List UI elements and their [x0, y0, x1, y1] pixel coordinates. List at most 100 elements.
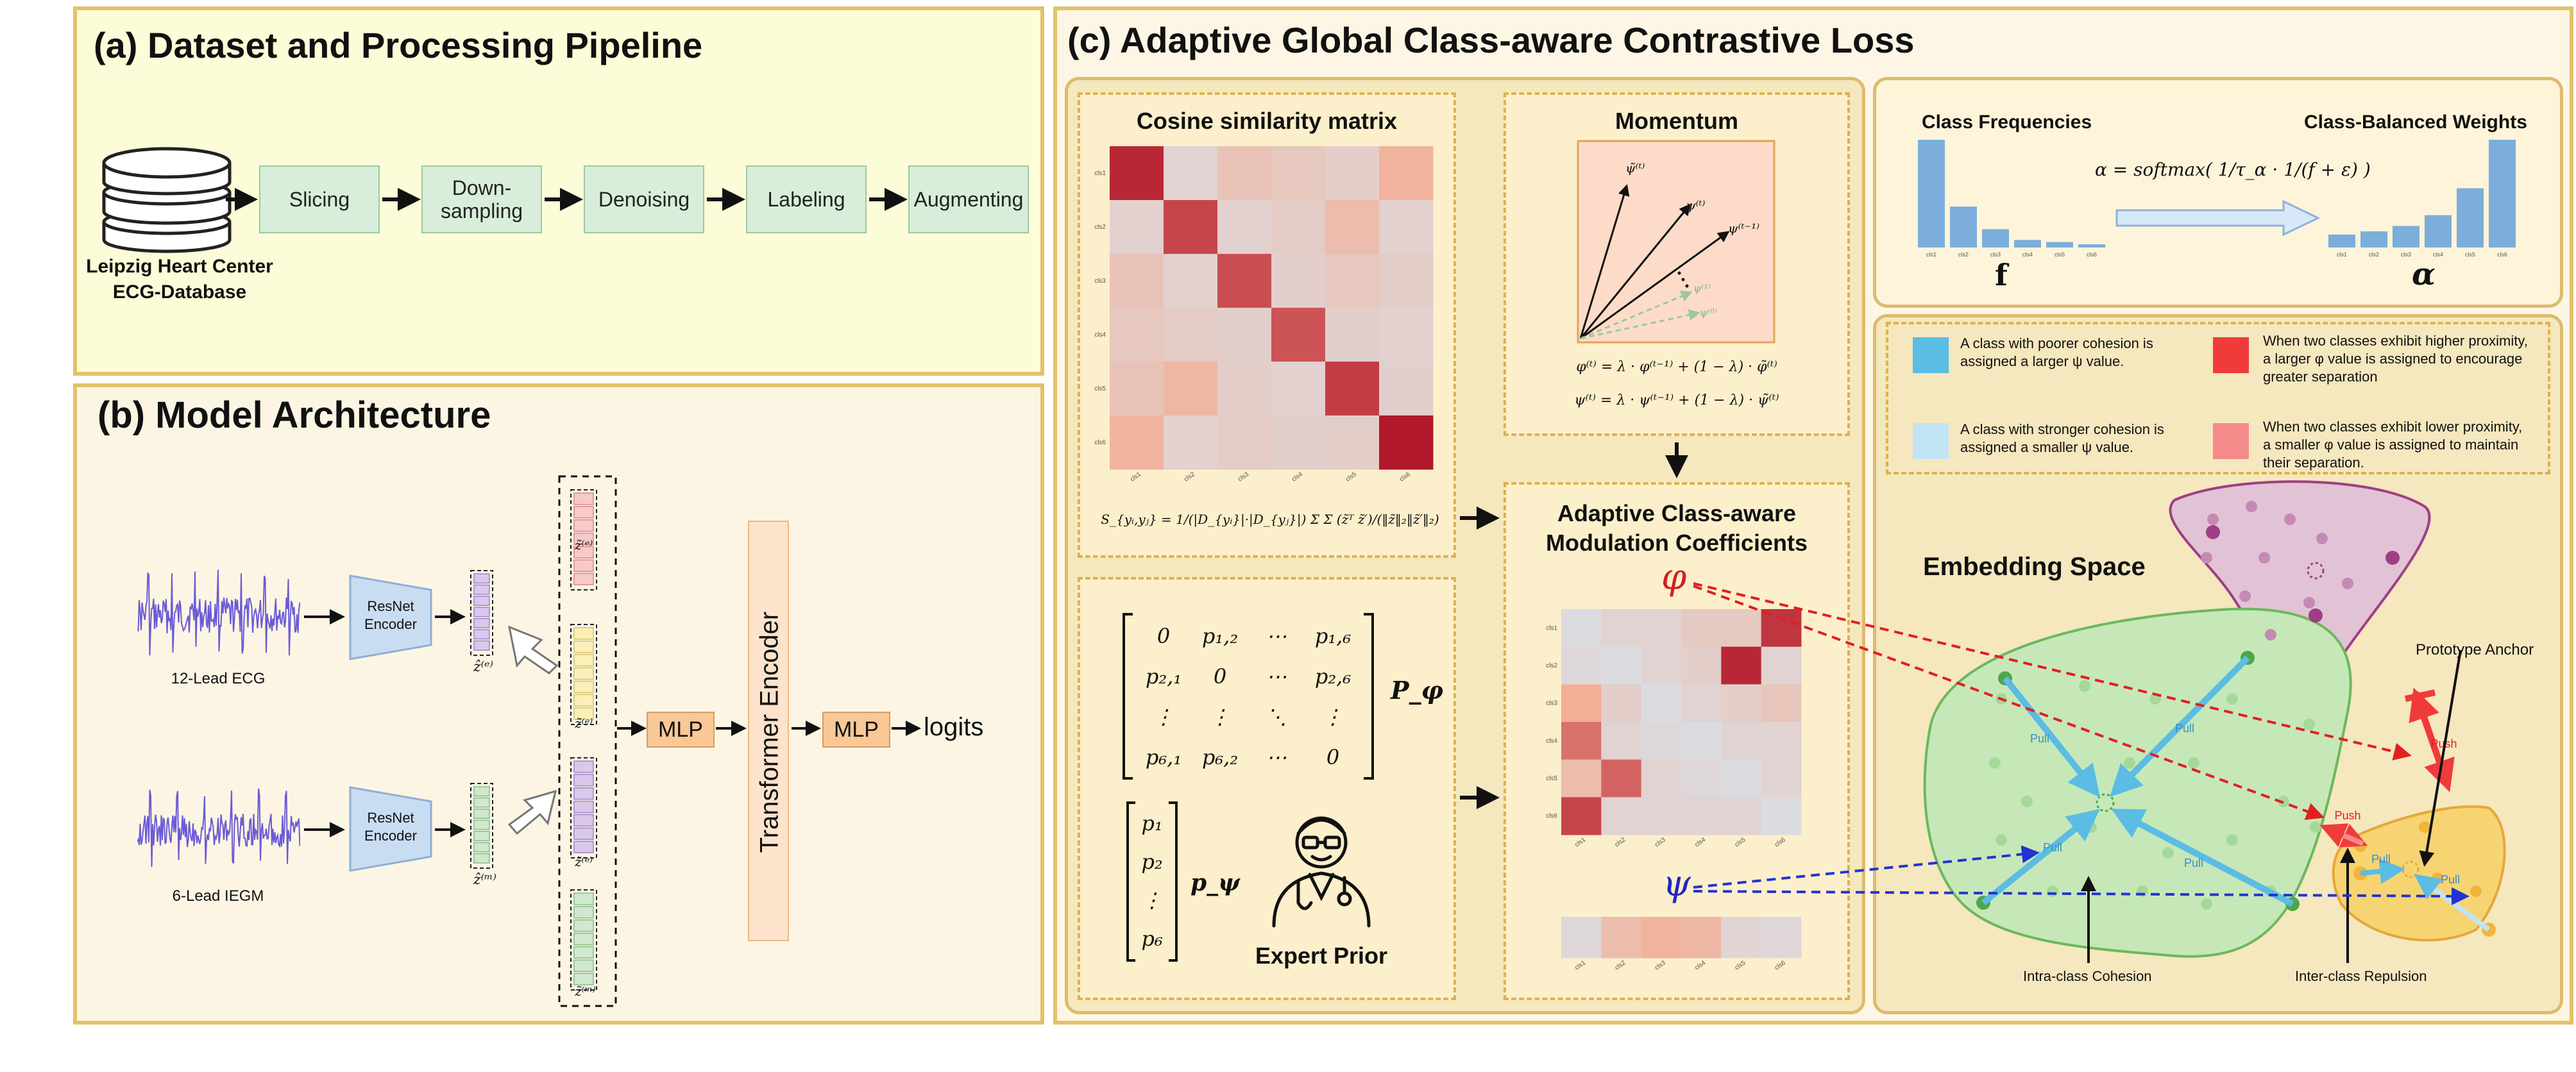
heatmap-cell	[1217, 362, 1272, 416]
heatmap-cell	[1164, 254, 1218, 308]
phi-heatmap: cls1cls1cls2cls2cls3cls3cls4cls4cls5cls5…	[1546, 609, 1802, 849]
heatmap-cell	[1761, 759, 1802, 798]
momentum-equation-2: ψ⁽ᵗ⁾ = λ · ψ⁽ᵗ⁻¹⁾ + (1 − λ) · ψ̃⁽ᵗ⁾	[1574, 392, 1779, 408]
pull-label: Pull	[2184, 857, 2203, 869]
heatmap-cell	[1601, 917, 1642, 959]
bar	[2457, 188, 2484, 247]
bar	[1918, 140, 1945, 247]
heatmap-ytick: cls3	[1546, 700, 1557, 707]
heatmap-cell	[1681, 917, 1722, 959]
alpha-label: α	[2412, 256, 2436, 292]
pull-arrow	[2111, 808, 2294, 907]
mlp-block-2: MLP	[822, 712, 890, 748]
heatmap-cell	[1601, 722, 1642, 760]
purple-point	[2342, 578, 2353, 589]
heatmap-cell	[1641, 722, 1682, 760]
matrix-cell: p₂,₆	[1314, 664, 1352, 689]
z-tilde-stack-3	[570, 757, 597, 858]
sub-weights-container	[1873, 77, 2563, 308]
heatmap-cell	[1601, 646, 1642, 685]
matrix-cell: p₆,₂	[1201, 744, 1239, 769]
heatmap-cell	[1110, 362, 1164, 416]
heatmap-cell	[1561, 722, 1602, 760]
heatmap-cell	[1325, 146, 1380, 201]
heatmap-cell	[1271, 200, 1326, 255]
heatmap-cell	[1110, 308, 1164, 362]
heatmap-cell	[1325, 415, 1380, 470]
matrix-cell: p₆,₁	[1145, 744, 1182, 769]
purple-point	[2206, 525, 2220, 539]
psi-symbol: ψ	[1663, 863, 1691, 905]
class-freq-title: Class Frequencies	[1922, 112, 2092, 133]
bar-tick: cls3	[1990, 251, 2001, 258]
matrix-cell: p₁,₂	[1201, 623, 1239, 648]
mlp-block-1: MLP	[647, 712, 715, 748]
heatmap-cell	[1379, 200, 1434, 255]
heatmap-ytick: cls1	[1094, 170, 1106, 177]
heatmap-cell	[1721, 917, 1762, 959]
heatmap-cell	[1164, 362, 1218, 416]
green-point	[2201, 898, 2212, 910]
heatmap-cell	[1721, 684, 1762, 723]
expert-prior-box	[1078, 577, 1456, 1000]
ecg-signal-12lead	[137, 569, 300, 656]
heatmap-cell	[1721, 646, 1762, 685]
z-tilde-e-2: z̃⁽ᵉ⁾	[575, 716, 593, 731]
green-point	[2303, 719, 2315, 730]
legend-text-strong-cohesion: A class with stronger cohesion is assign…	[1960, 421, 2164, 455]
matrix-cell: p₂,₁	[1145, 664, 1182, 689]
matrix-cell: ⋮	[1323, 704, 1343, 729]
z-tilde-stack-2	[570, 624, 597, 725]
panel-b-title: (b) Model Architecture	[97, 394, 491, 436]
softmax-arrow	[2115, 199, 2321, 237]
heatmap-cell	[1561, 917, 1602, 959]
yellow-point	[2470, 885, 2482, 897]
heatmap-ytick: cls2	[1546, 662, 1557, 669]
embedding-space: PullPullPullPullPullPullPushPush	[1923, 480, 2506, 963]
transformer-encoder: Transformer Encoder	[748, 521, 789, 941]
purple-point	[2239, 590, 2251, 602]
heatmap-cell	[1164, 415, 1218, 470]
heatmap-ytick: cls5	[1094, 385, 1106, 392]
green-point	[2162, 847, 2174, 858]
momentum-vec-t-minus-1: ψ⁽ᵗ⁻¹⁾	[1728, 221, 1760, 236]
momentum-vec-1: ψ⁽¹⁾	[1693, 282, 1711, 294]
green-point	[2188, 757, 2199, 769]
heatmap-cell	[1601, 609, 1642, 648]
z-tilde-e-3: z̃⁽ᵉ⁾	[575, 854, 593, 869]
yellow-point	[2419, 821, 2430, 833]
heatmap-cell	[1641, 797, 1682, 835]
purple-point	[2316, 533, 2328, 544]
heatmap-cell	[1601, 797, 1642, 835]
cosine-heatmap: cls1cls1cls2cls2cls3cls3cls4cls4cls5cls5…	[1094, 146, 1434, 483]
class-bal-title: Class-Balanced Weights	[2304, 112, 2527, 133]
purple-point	[2207, 514, 2219, 525]
heatmap-cell	[1641, 609, 1682, 648]
database-label: Leipzig Heart Center ECG-Database	[86, 256, 273, 303]
pull-arrow	[2003, 676, 2101, 798]
heatmap-cell	[1110, 415, 1164, 470]
bar	[1982, 229, 2009, 247]
purple-point	[2265, 629, 2276, 641]
heatmap-cell	[1561, 609, 1602, 648]
bar	[2393, 226, 2419, 247]
bar	[2046, 242, 2073, 247]
heatmap-cell	[1164, 146, 1218, 201]
green-prototype	[2096, 793, 2115, 812]
pull-label: Pull	[2043, 841, 2062, 854]
heatmap-cell	[1164, 200, 1218, 255]
step-downsampling-text: Down-sampling	[441, 176, 523, 222]
heatmap-cell	[1325, 200, 1380, 255]
heatmap-cell	[1641, 646, 1682, 685]
matrix-cell: ⋮	[1210, 704, 1230, 729]
heatmap-cell	[1721, 722, 1762, 760]
bar	[2078, 244, 2105, 247]
green-point	[1996, 834, 2007, 846]
bar-tick: cls1	[2337, 251, 2347, 258]
inter-class-label: Inter-class Repulsion	[2295, 968, 2427, 984]
heatmap-cell	[1681, 646, 1722, 685]
matrix-label: P_φ	[1391, 676, 1443, 705]
matrix-cell: ⋯	[1266, 744, 1287, 769]
cluster-purple	[2169, 480, 2431, 676]
